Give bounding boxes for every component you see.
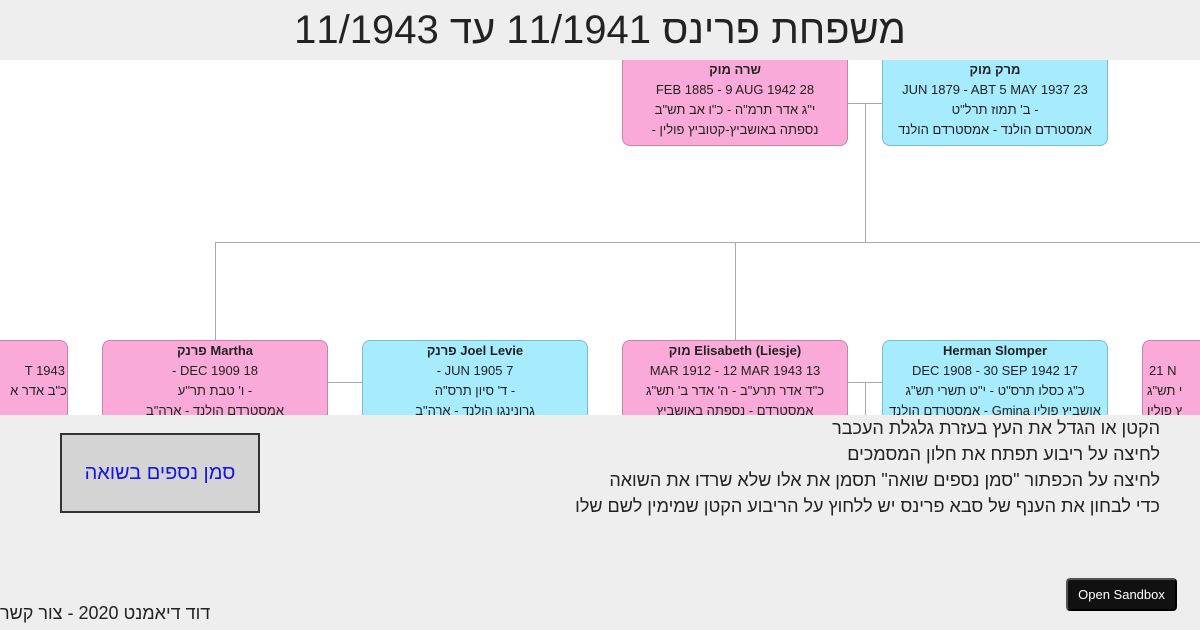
person-hebrew-dates: כ"ד אדר תרע"ב - ה' אדר ב' תש"ג (645, 383, 825, 398)
person-card-joel-levie[interactable]: Joel Levie פרנק 7 JUN 1905 - - ד' סיון ת… (362, 340, 588, 415)
person-card-herman-slomper[interactable]: Herman Slomper 17 DEC 1908 - 30 SEP 1942… (882, 340, 1108, 415)
person-dates: T 1943 (24, 363, 65, 378)
person-dates: 13 MAR 1912 - 12 MAR 1943 (649, 363, 821, 378)
person-dates: 28 FEB 1885 - 9 AUG 1942 (655, 82, 815, 97)
person-hebrew-dates: י"ג אדר תרמ"ה - כ"ו אב תש"ב (654, 102, 816, 117)
person-place: אמסטרדם - נספתה באושביץ (656, 403, 814, 415)
person-hebrew-dates: כ"ב אדר א (10, 383, 67, 398)
person-hebrew-dates: - ב' תמוז תרל"ט (951, 102, 1039, 117)
bottom-panel: סמן נספים בשואה הקטן או הגדל את העץ בעזר… (0, 415, 1200, 630)
open-sandbox-button[interactable]: Open Sandbox (1066, 578, 1177, 611)
person-card-partial-left[interactable]: T 1943 כ"ב אדר א (0, 340, 68, 415)
person-place: אושביץ פולין Gmina - אמסטרדם הולנד (889, 403, 1101, 415)
person-dates: 18 DEC 1909 - (171, 363, 259, 378)
footer-contact-link[interactable]: דוד דיאמנט 2020 - צור קשר (0, 603, 211, 623)
person-hebrew-dates: - ו' טבת תר"ע (177, 383, 253, 398)
connector (865, 382, 866, 415)
person-hebrew-dates: י תש"ג (1147, 383, 1183, 398)
person-hebrew-dates: - ד' סיון תרס"ה (434, 383, 516, 398)
person-place: גרונינגן הולנד - ארה"ב (415, 403, 535, 415)
person-dates: 7 JUN 1905 - (436, 363, 514, 378)
person-card-sarah-mok[interactable]: שרה מוק 28 FEB 1885 - 9 AUG 1942 י"ג אדר… (622, 60, 848, 146)
person-card-partial-right[interactable]: 21 N י תש"ג ץ פולין (1142, 340, 1200, 415)
connector (735, 242, 736, 340)
person-place: נספתה באושביץ-קטוביץ פולין - (651, 122, 819, 137)
person-name (1147, 341, 1200, 361)
person-name: Elisabeth (Liesje) מוק (668, 343, 802, 358)
person-name: שרה מוק (709, 62, 761, 77)
connector (215, 242, 1200, 243)
person-hebrew-dates: כ"ג כסלו תרס"ט - י"ט תשרי תש"ג (905, 383, 1085, 398)
mark-holocaust-victims-button[interactable]: סמן נספים בשואה (60, 433, 260, 513)
connector (865, 103, 866, 243)
connector (328, 382, 362, 383)
person-card-elisabeth[interactable]: Elisabeth (Liesje) מוק 13 MAR 1912 - 12 … (622, 340, 848, 415)
person-name (0, 341, 39, 361)
header: משפחת פרינס 11/1941 עד 11/1943 (0, 0, 1200, 60)
family-tree[interactable]: שרה מוק 28 FEB 1885 - 9 AUG 1942 י"ג אדר… (0, 60, 1200, 415)
instruction-line: כדי לבחון את הענף של סבא פרינס יש ללחוץ … (575, 496, 1160, 516)
person-name: Herman Slomper (942, 343, 1048, 358)
person-dates: 21 N (1149, 363, 1177, 378)
instructions: הקטן או הגדל את העץ בעזרת גלגלת העכבר לח… (575, 415, 1160, 519)
instruction-line: לחיצה על ריבוע תפתח את חלון המסמכים (847, 444, 1160, 464)
instruction-line: הקטן או הגדל את העץ בעזרת גלגלת העכבר (832, 418, 1160, 438)
person-dates: 23 JUN 1879 - ABT 5 MAY 1937 (902, 82, 1088, 97)
page-title: משפחת פרינס 11/1941 עד 11/1943 (294, 8, 906, 52)
instruction-line: לחיצה על הכפתור "סמן נספים שואה" תסמן את… (609, 470, 1160, 490)
connector (215, 242, 216, 340)
person-name: מרק מוק (969, 62, 1021, 77)
person-name: Martha פרנק (176, 343, 254, 358)
person-name: Joel Levie פרנק (426, 343, 524, 358)
person-card-martha[interactable]: Martha פרנק 18 DEC 1909 - - ו' טבת תר"ע … (102, 340, 328, 415)
person-card-mark-mok[interactable]: מרק מוק 23 JUN 1879 - ABT 5 MAY 1937 - ב… (882, 60, 1108, 146)
person-place: ץ פולין (1147, 403, 1183, 415)
person-place: אמסטרדם הולנד - ארה"ב (146, 403, 284, 415)
person-place: אמסטרדם הולנד - אמסטרדם הולנד (898, 122, 1092, 137)
person-dates: 17 DEC 1908 - 30 SEP 1942 (911, 363, 1078, 378)
